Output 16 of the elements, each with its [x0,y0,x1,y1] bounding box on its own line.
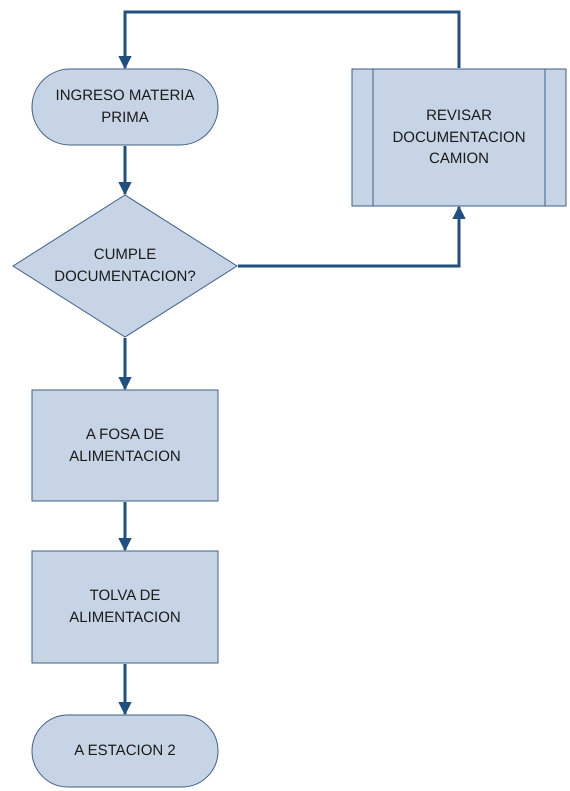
node-label: TOLVA DE ALIMENTACION [68,586,182,628]
arrow [238,206,466,268]
node-label: REVISAR DOCUMENTACION CAMION [391,106,527,170]
node-label: INGRESO MATERIA PRIMA [54,86,196,128]
process-box [31,389,219,502]
arrow [118,10,460,70]
node-label: A FOSA DE ALIMENTACION [68,424,182,466]
arrow [118,664,132,716]
node-label: A ESTACION 2 [74,741,176,762]
arrow [118,146,132,196]
arrow [118,338,132,390]
predefined-process-box [351,68,567,207]
decision-diamond [12,194,238,338]
node-label: CUMPLE DOCUMENTACION? [53,245,197,287]
process-box [31,550,219,664]
arrow [118,502,132,552]
